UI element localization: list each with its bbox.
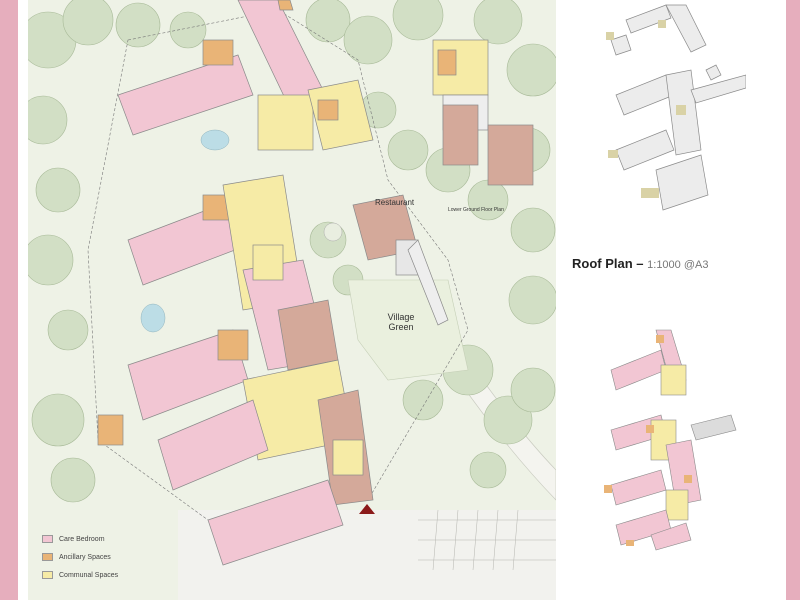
village-green-label: Village Green xyxy=(381,312,421,332)
entrance-marker xyxy=(359,504,375,514)
legend-item-communal: Communal Spaces xyxy=(42,566,172,584)
legend-label: Ancillary Spaces xyxy=(59,553,111,561)
site-plan-drawing xyxy=(28,0,556,600)
restaurant-building xyxy=(352,194,449,326)
site-boundary xyxy=(87,9,469,521)
village-green-label-line1: Village xyxy=(387,312,415,322)
roof-plan-title: Roof Plan – 1:1000 @A3 xyxy=(572,256,708,271)
legend: Care Bedroom Ancillary Spaces Communal S… xyxy=(42,530,172,584)
wing-south xyxy=(97,329,374,566)
wing-north xyxy=(117,0,374,151)
floor-plan-drawing xyxy=(604,329,737,551)
lower-ground-label: Lower Ground Floor Plan xyxy=(448,207,504,213)
floor-plan-thumbnail xyxy=(596,325,746,570)
legend-swatch xyxy=(42,571,53,579)
roof-plan-drawing xyxy=(606,4,747,211)
legend-swatch xyxy=(42,535,53,543)
courtyard-features xyxy=(140,129,343,333)
parking xyxy=(418,509,556,571)
village-green-label-line2: Green xyxy=(388,322,414,332)
trees xyxy=(28,0,556,503)
roof-plan-thumbnail xyxy=(596,0,747,225)
roof-plan-scale: 1:1000 @A3 xyxy=(647,259,709,271)
site-plan: Restaurant Lower Ground Floor Plan Villa… xyxy=(28,0,556,600)
legend-item-ancillary: Ancillary Spaces xyxy=(42,548,172,566)
legend-label: Care Bedroom xyxy=(59,535,105,543)
restaurant-label: Restaurant xyxy=(375,198,415,207)
legend-label: Communal Spaces xyxy=(59,571,119,579)
legend-item-care-bedroom: Care Bedroom xyxy=(42,530,172,548)
wing-middle xyxy=(127,174,339,371)
lower-ground-building xyxy=(432,39,534,186)
legend-swatch xyxy=(42,553,53,561)
roof-plan-title-bold: Roof Plan – xyxy=(572,256,644,271)
